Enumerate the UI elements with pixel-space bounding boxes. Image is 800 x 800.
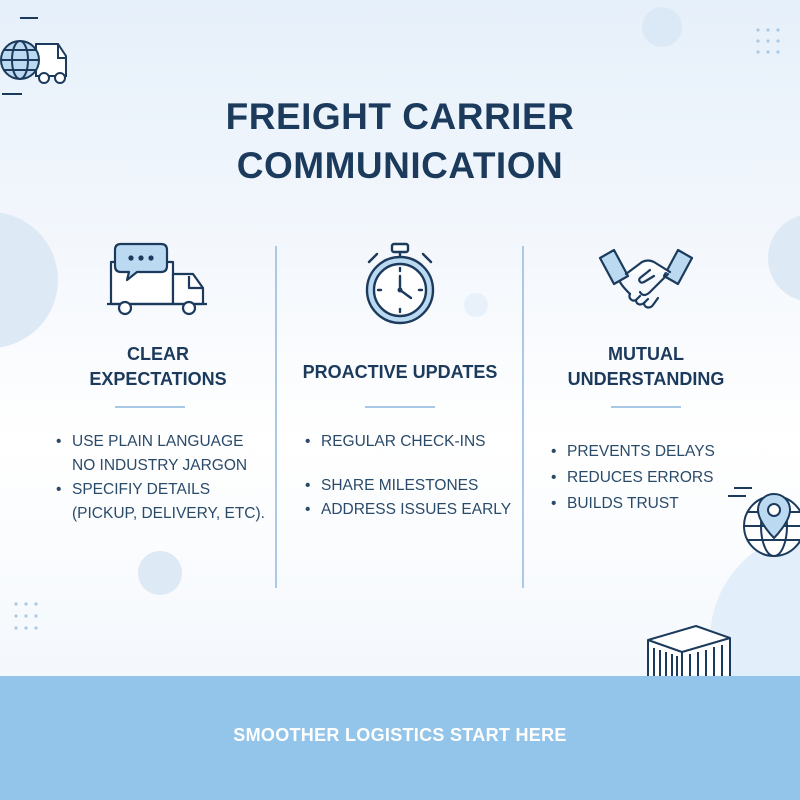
heading-proactive-updates: PROACTIVE UPDATES <box>280 360 520 385</box>
heading-line-2: UNDERSTANDING <box>567 369 725 389</box>
list-item: (PICKUP, DELIVERY, ETC). <box>72 505 265 522</box>
list-item: NO INDUSTRY JARGON <box>72 457 248 474</box>
column-clear-expectations: CLEAR EXPECTATIONS USE PLAIN LANGUAGE NO… <box>38 0 278 640</box>
page-title: FREIGHT CARRIER COMMUNICATION <box>0 92 800 190</box>
title-line-1: FREIGHT CARRIER <box>225 96 575 137</box>
heading-underline <box>611 406 681 408</box>
heading-mutual-understanding: MUTUAL UNDERSTANDING <box>526 342 766 392</box>
list-item: ADDRESS ISSUES EARLY <box>305 498 511 522</box>
list-item: BUILDS TRUST <box>551 492 715 516</box>
globe-truck-icon <box>0 17 67 95</box>
list-item: PREVENTS DELAYS <box>551 440 715 464</box>
heading-line-1: PROACTIVE UPDATES <box>302 362 498 382</box>
list-item: USE PLAIN LANGUAGE <box>56 430 265 454</box>
list-item: SHARE MILESTONES <box>305 474 511 498</box>
footer-tagline: SMOOTHER LOGISTICS START HERE <box>233 725 567 745</box>
heading-underline <box>365 406 435 408</box>
heading-clear-expectations: CLEAR EXPECTATIONS <box>38 342 278 392</box>
column-divider-2 <box>522 246 524 588</box>
chat-truck-icon <box>38 240 278 330</box>
heading-line-1: MUTUAL <box>608 344 684 364</box>
heading-line-2: EXPECTATIONS <box>89 369 227 389</box>
footer-banner <box>0 676 800 800</box>
bullet-list-mutual-understanding: PREVENTS DELAYS REDUCES ERRORS BUILDS TR… <box>551 440 715 516</box>
list-item: REGULAR CHECK-INS <box>305 430 511 454</box>
column-divider-1 <box>275 246 277 588</box>
column-mutual-understanding: MUTUAL UNDERSTANDING PREVENTS DELAYS RED… <box>526 0 766 640</box>
list-spacer <box>305 454 511 474</box>
heading-underline <box>115 406 185 408</box>
bullet-list-clear-expectations: USE PLAIN LANGUAGE NO INDUSTRY JARGON SP… <box>56 430 265 526</box>
list-item: SPECIFIY DETAILS <box>56 478 265 502</box>
title-line-2: COMMUNICATION <box>236 145 564 186</box>
handshake-icon <box>526 240 766 330</box>
column-proactive-updates: PROACTIVE UPDATES REGULAR CHECK-INS SHAR… <box>280 0 520 640</box>
heading-line-1: CLEAR <box>127 344 189 364</box>
stopwatch-icon <box>280 240 520 330</box>
globe-pin-icon <box>728 487 800 557</box>
list-item: REDUCES ERRORS <box>551 466 715 490</box>
bullet-list-proactive-updates: REGULAR CHECK-INS SHARE MILESTONES ADDRE… <box>305 430 511 522</box>
